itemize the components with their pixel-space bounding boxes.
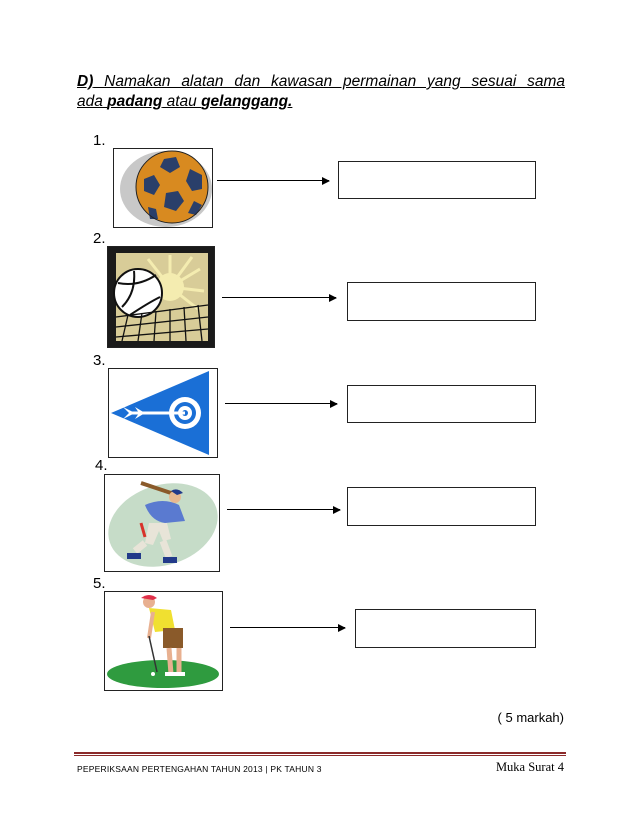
item-number-2: 2. xyxy=(93,230,106,247)
footer-rule xyxy=(74,752,566,754)
arrow-4 xyxy=(227,505,341,514)
footer-rule-thin xyxy=(74,755,566,756)
volleyball-net-icon xyxy=(107,246,215,348)
instruction-line-2: ada padang atau gelanggang. xyxy=(77,92,292,112)
instruction-text-2: ada xyxy=(77,93,108,110)
answer-box-2[interactable] xyxy=(347,282,536,321)
golfer-icon xyxy=(104,591,223,691)
arrow-3 xyxy=(225,399,338,408)
keyword-gelanggang: gelanggang. xyxy=(201,93,293,110)
item-number-5: 5. xyxy=(93,575,106,592)
arrow-2 xyxy=(222,293,337,302)
section-label: D) xyxy=(77,73,94,90)
answer-box-3[interactable] xyxy=(347,385,536,423)
answer-box-5[interactable] xyxy=(355,609,536,648)
answer-box-4[interactable] xyxy=(347,487,536,526)
page-number: Muka Surat 4 xyxy=(495,760,564,774)
soccer-ball-icon xyxy=(113,148,213,228)
item-number-3: 3. xyxy=(93,352,106,369)
instruction-text: Namakan alatan dan kawasan permainan yan… xyxy=(93,73,565,90)
keyword-padang: padang xyxy=(107,93,163,110)
arrow-1 xyxy=(217,176,330,185)
instruction-line-1: D) Namakan alatan dan kawasan permainan … xyxy=(77,72,565,92)
baseball-batter-icon xyxy=(104,474,220,572)
footer-exam-title: PEPERIKSAAN PERTENGAHAN TAHUN 2013 | PK … xyxy=(77,764,322,774)
arrow-5 xyxy=(230,623,346,632)
instruction-connector: atau xyxy=(162,93,202,110)
answer-box-1[interactable] xyxy=(338,161,536,199)
marks-label: ( 5 markah) xyxy=(497,710,564,725)
item-number-1: 1. xyxy=(93,132,106,149)
item-number-4: 4. xyxy=(95,457,108,474)
archery-target-icon xyxy=(108,368,218,458)
